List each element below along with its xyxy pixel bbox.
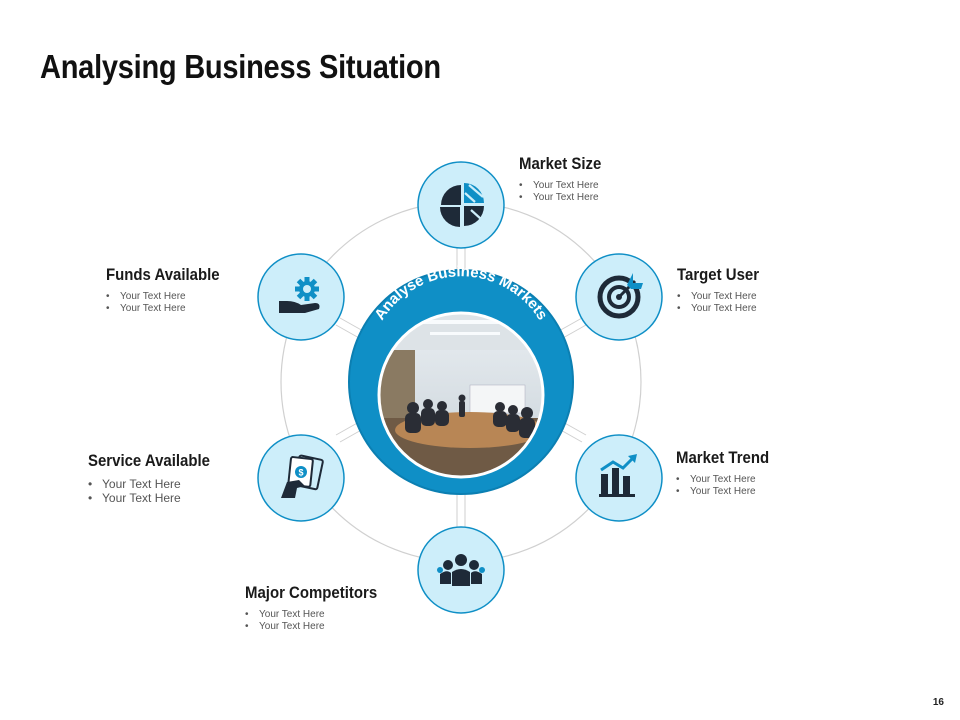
pie-chart-icon [440,183,484,227]
heading-market-trend: Market Trend [676,448,770,467]
hand-gear-icon [279,277,320,313]
node-major-competitors [417,526,505,614]
money-hand-icon: $ [281,454,324,498]
block-market-size: Market Size Your Text Here Your Text Her… [519,154,613,204]
node-market-trend [575,434,663,522]
list-item: Your Text Here [245,621,395,633]
block-service-available: Service Available Your Text Here Your Te… [88,451,227,505]
heading-target-user: Target User [677,265,760,284]
svg-text:$: $ [298,468,303,478]
heading-service-available: Service Available [88,451,210,470]
block-major-competitors: Major Competitors Your Text Here Your Te… [245,583,395,633]
group-icon [437,554,485,586]
list-item: Your Text Here [88,477,227,491]
target-icon [597,273,643,319]
node-target-user [575,253,663,341]
list-item: Your Text Here [519,192,613,204]
list-item: Your Text Here [88,491,227,505]
list-item: Your Text Here [676,474,782,486]
node-funds-available [257,253,345,341]
block-funds-available: Funds Available Your Text Here Your Text… [106,265,235,315]
list-item: Your Text Here [106,291,235,303]
node-market-size [417,161,505,249]
list-item: Your Text Here [676,486,782,498]
heading-market-size: Market Size [519,154,602,173]
page-number: 16 [932,697,944,708]
list-item: Your Text Here [519,180,613,192]
block-market-trend: Market Trend Your Text Here Your Text He… [676,448,782,498]
page-title: Analysing Business Situation [40,48,441,85]
growth-chart-icon [599,454,637,497]
heading-funds-available: Funds Available [106,265,220,284]
list-item: Your Text Here [677,303,770,315]
block-target-user: Target User Your Text Here Your Text Her… [677,265,770,315]
list-item: Your Text Here [106,303,235,315]
heading-major-competitors: Major Competitors [245,583,378,602]
node-service-available: $ [257,434,345,522]
list-item: Your Text Here [677,291,770,303]
list-item: Your Text Here [245,609,395,621]
